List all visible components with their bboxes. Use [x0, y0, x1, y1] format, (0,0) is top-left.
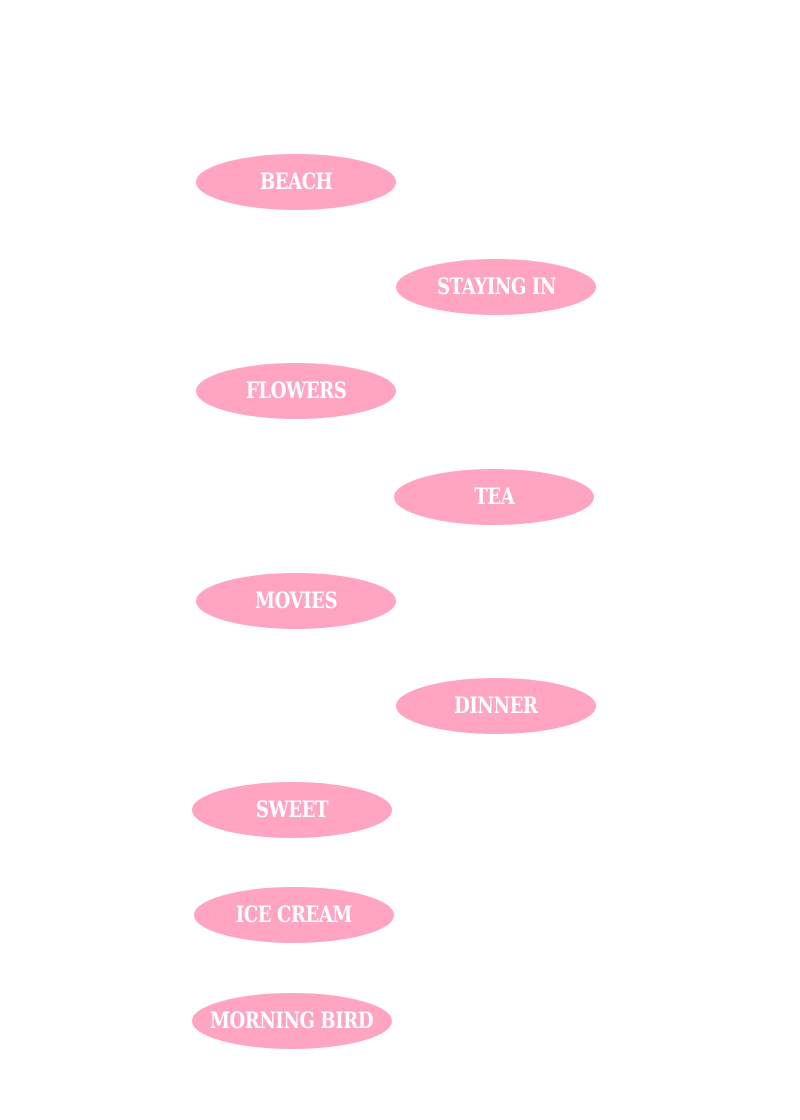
pill-label: ICE CREAM	[235, 902, 353, 928]
pill-label: BEACH	[259, 169, 333, 195]
pill-flowers[interactable]: FLOWERS	[196, 363, 396, 419]
pill-movies[interactable]: MOVIES	[196, 573, 396, 629]
pill-label: FLOWERS	[245, 378, 347, 404]
pill-tea[interactable]: TEA	[394, 469, 594, 525]
pill-beach[interactable]: BEACH	[196, 154, 396, 210]
pill-morning-bird[interactable]: MORNING BIRD	[192, 993, 392, 1049]
pill-label: STAYING IN	[436, 274, 556, 300]
pill-label: DINNER	[454, 693, 538, 719]
pill-label: SWEET	[255, 797, 329, 823]
pill-sweet[interactable]: SWEET	[192, 782, 392, 838]
pill-staying-in[interactable]: STAYING IN	[396, 259, 596, 315]
pill-label: MOVIES	[254, 588, 338, 614]
pill-ice-cream[interactable]: ICE CREAM	[194, 887, 394, 943]
pill-dinner[interactable]: DINNER	[396, 678, 596, 734]
pill-label: MORNING BIRD	[210, 1008, 374, 1034]
pill-label: TEA	[474, 484, 514, 510]
